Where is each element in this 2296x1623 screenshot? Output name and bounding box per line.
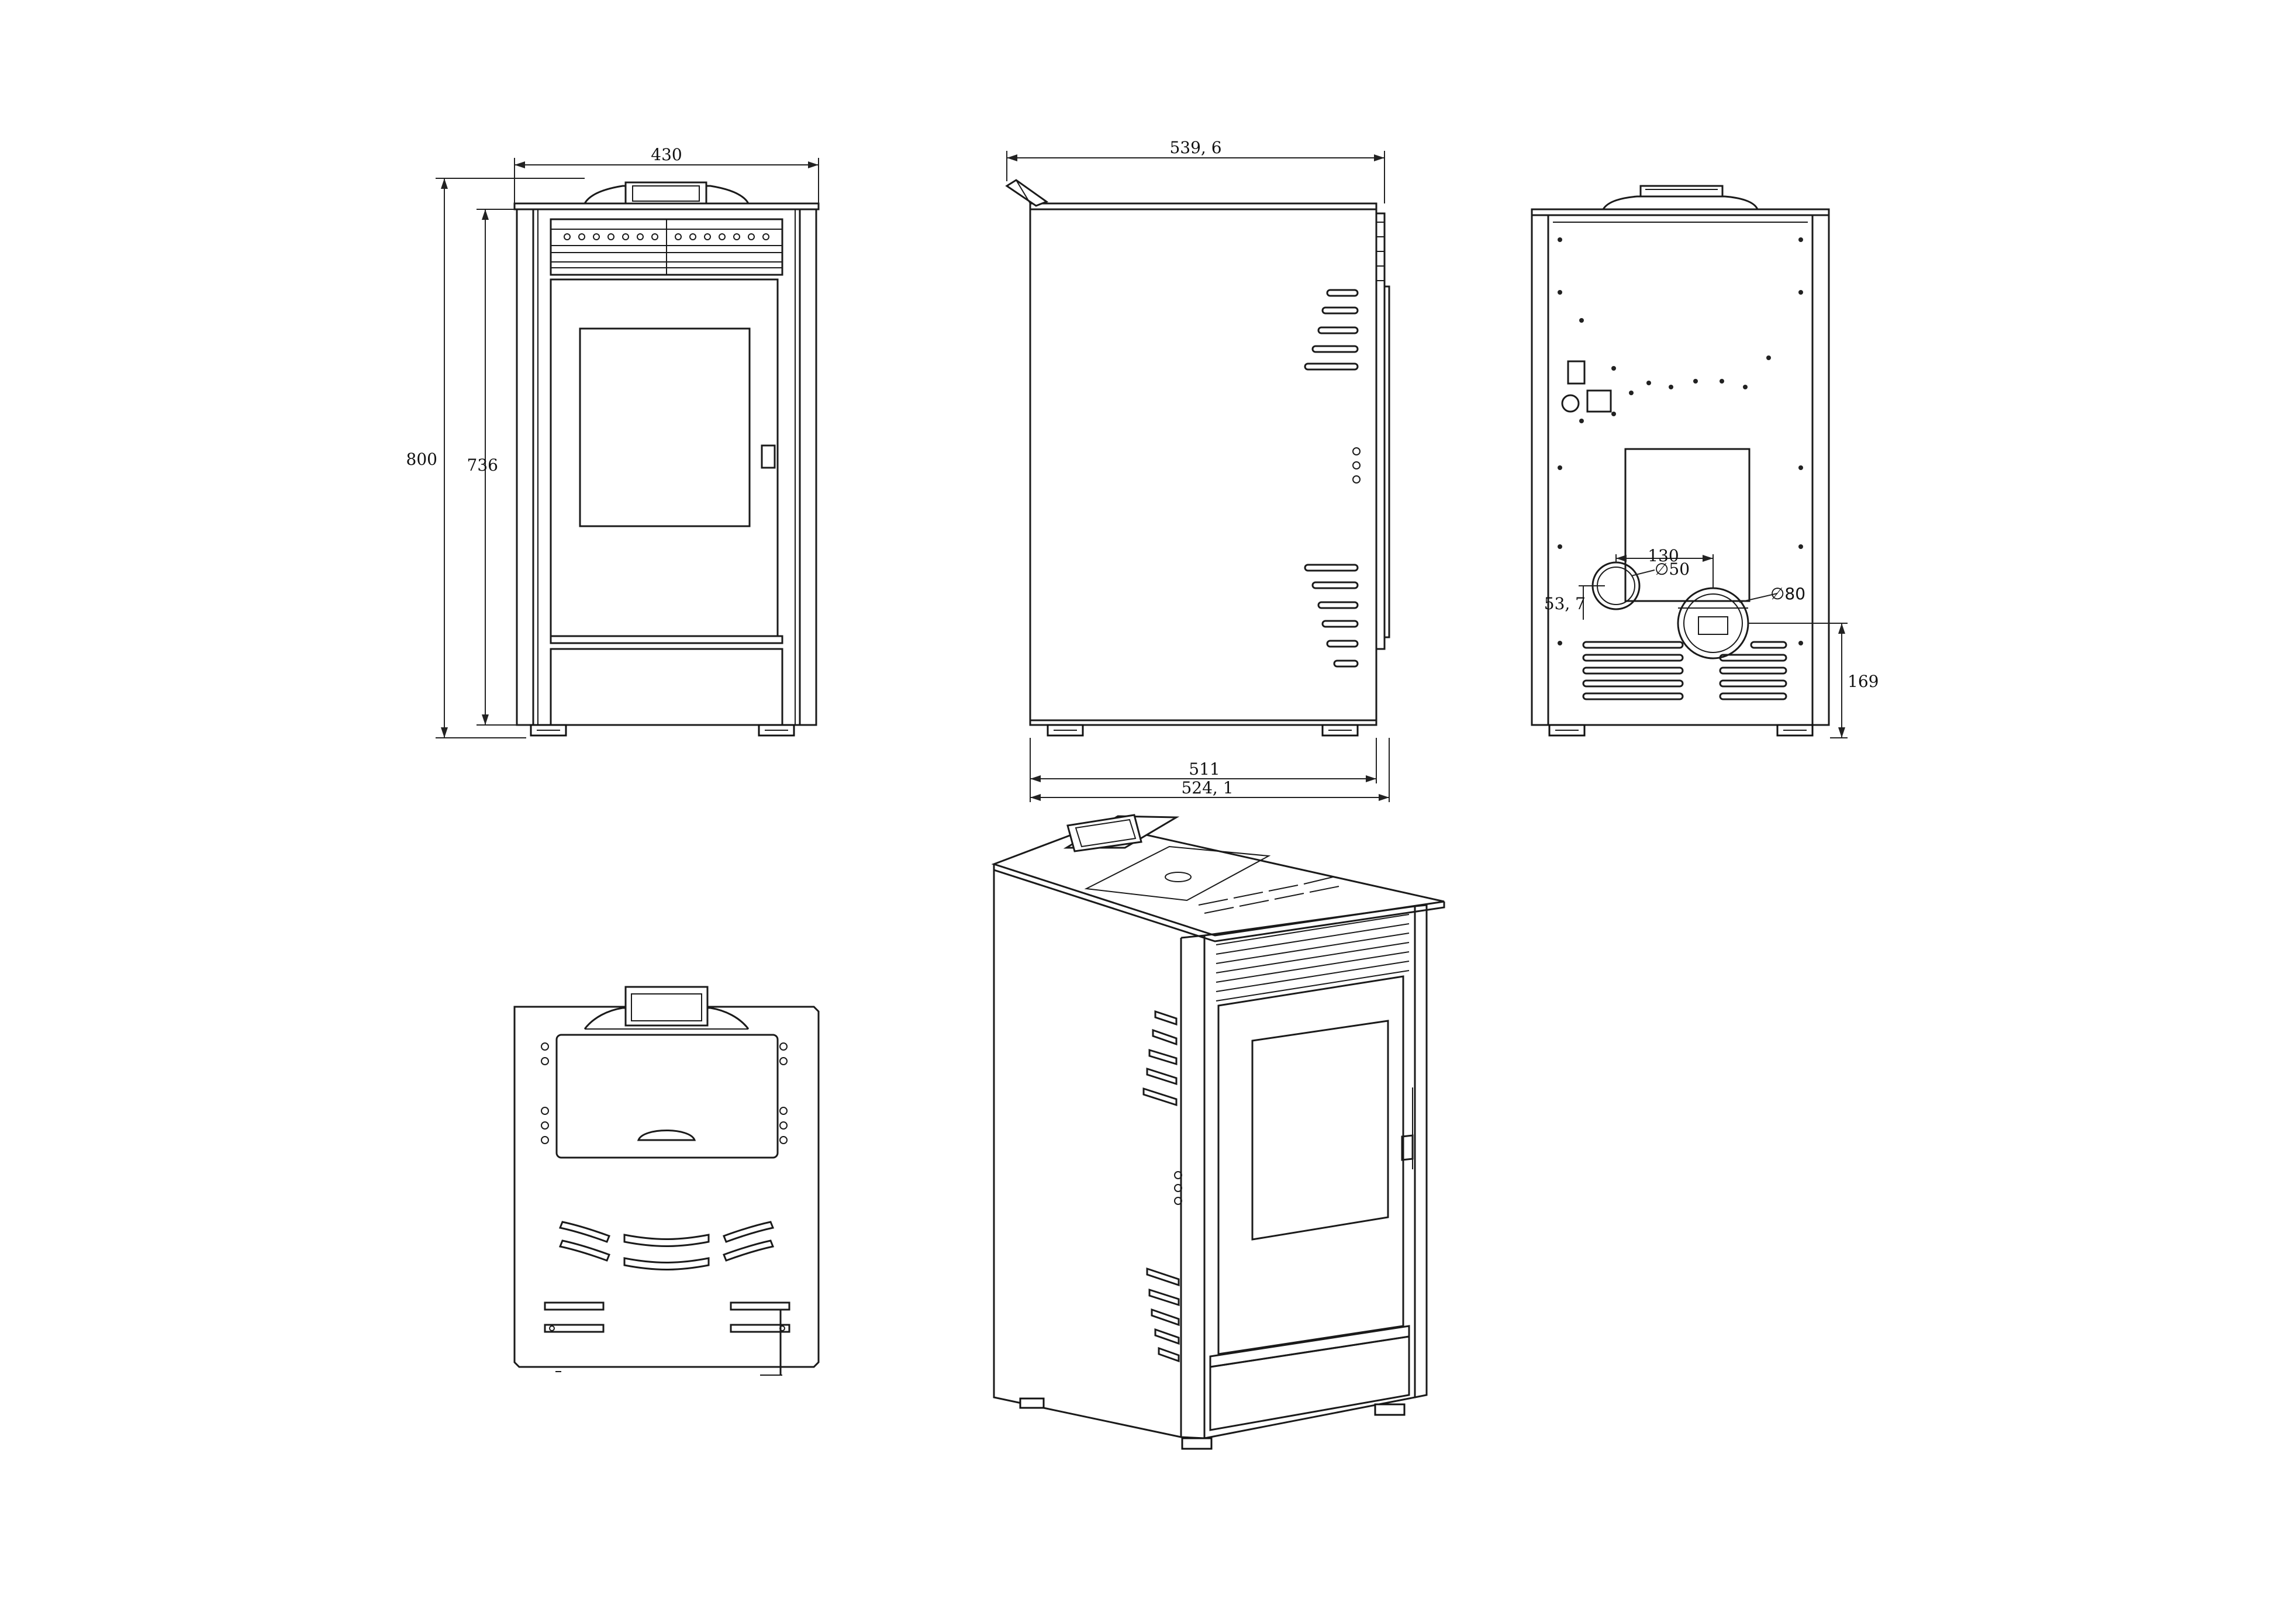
side-lower-slots: [1304, 564, 1359, 668]
iso-front-door: [1217, 975, 1404, 1355]
ash-drawer: [550, 648, 783, 726]
front-view: 430 800 736: [406, 145, 820, 738]
dim-rear-flue-diameter: ∅80: [1770, 584, 1805, 603]
iso-side-slots-lower: [1146, 1267, 1180, 1363]
dim-front-height-total: 800: [406, 450, 437, 469]
grille-holes: [564, 233, 769, 240]
dim-front-height-body: 736: [467, 455, 498, 475]
power-socket: [1567, 360, 1586, 385]
dim-rear-air-inlet-height: 53, 7: [1544, 594, 1586, 613]
dim-rear-flue-offset: 130: [1648, 546, 1679, 565]
iso-ash-drawer: [1209, 1335, 1410, 1431]
rear-screw-holes: [1558, 237, 1803, 645]
rear-switch: [1561, 394, 1580, 413]
isometric-view: [991, 814, 1445, 1450]
pellet-hopper-lid: [555, 1034, 779, 1159]
top-screw-holes: [541, 1042, 788, 1144]
dim-front-width: 430: [651, 145, 682, 164]
front-door: [550, 278, 779, 637]
rear-lower-slots: [1582, 641, 1787, 700]
rear-inspection-plate: [1624, 448, 1751, 602]
iso-door-glass: [1251, 1020, 1389, 1241]
rear-view: 130 ∅50 53, 7 ∅80 169: [1531, 185, 1879, 738]
dim-rear-air-inlet-diameter: ∅50: [1655, 560, 1690, 579]
top-view: [513, 986, 820, 1376]
iso-control-display: [1066, 814, 1142, 852]
door-handle: [761, 444, 776, 469]
dim-side-depth-base: 511: [1189, 759, 1220, 779]
iso-side-slots-upper: [1142, 1010, 1178, 1107]
dim-side-depth-top: 539, 6: [1169, 138, 1221, 157]
side-upper-slots: [1304, 289, 1359, 371]
dim-rear-flue-height: 169: [1848, 672, 1879, 691]
flue-outlet-pipe: [1677, 587, 1749, 659]
door-glass: [579, 327, 751, 527]
top-control-panel: [624, 986, 709, 1027]
side-view: 539, 6 511 524, 1: [1005, 138, 1390, 802]
dim-side-depth-overall: 524, 1: [1181, 778, 1233, 797]
